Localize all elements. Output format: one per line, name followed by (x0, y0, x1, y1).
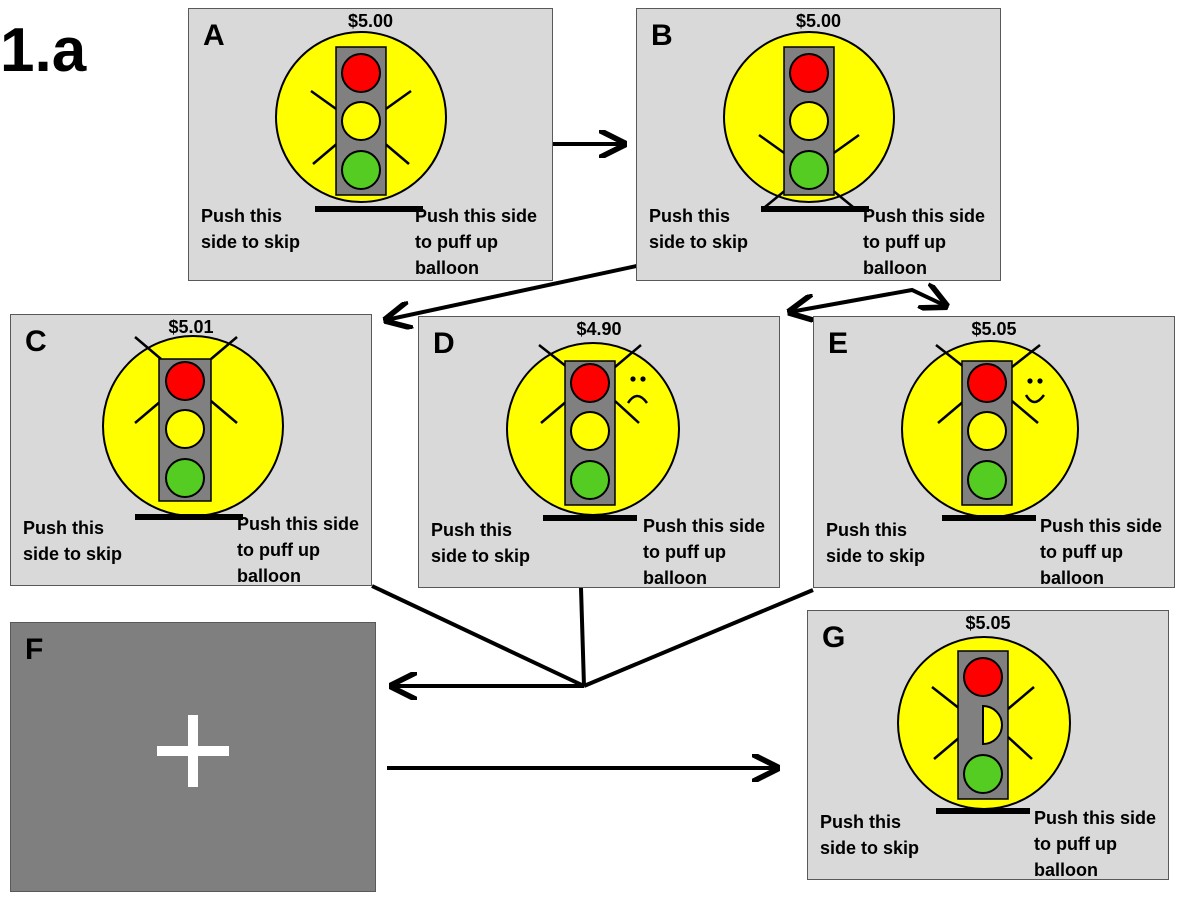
puff-label: Push this side to puff up balloon (415, 206, 538, 279)
puff-label: Push this side to puff up balloon (1034, 808, 1157, 881)
smiley-face-icon (1024, 378, 1046, 404)
half-yellow-light (982, 704, 1003, 746)
puff-label: Push this side to puff up balloon (863, 206, 986, 279)
balloon-stimulus (506, 342, 680, 521)
figure-label: 1.a (0, 16, 87, 85)
sad-face-icon (626, 376, 649, 404)
fixation-cross-icon (157, 715, 229, 787)
balance-amount: $4.90 (576, 319, 622, 339)
skip-label: Push this side to skip (431, 520, 531, 567)
panel-letter: E (828, 327, 849, 360)
balance-amount: $5.00 (347, 11, 394, 31)
panel-d: D $4.90 Push this side to skip Push this… (418, 316, 780, 588)
balance-amount: $5.01 (168, 317, 214, 337)
panel-letter: C (25, 325, 47, 358)
panel-letter: D (433, 327, 455, 360)
panel-letter: F (25, 633, 44, 666)
puff-label: Push this side to puff up balloon (1040, 516, 1163, 589)
skip-label: Push this side to skip (820, 812, 920, 859)
balloon-stimulus (901, 340, 1079, 521)
line-d-to-join (579, 587, 586, 687)
balance-amount: $5.05 (965, 613, 1011, 633)
panel-e: E $5.05 Push this side to skip Push this… (813, 316, 1175, 588)
panel-b: B $5.00 Push this side to skip Push this… (636, 8, 1001, 281)
arrow-b-to-c (386, 254, 684, 320)
panel-letter: B (651, 19, 673, 52)
panel-g: G $5.05 Push this side to skip Push this… (807, 610, 1169, 880)
puff-label: Push this side to puff up balloon (643, 516, 766, 589)
skip-label: Push this side to skip (23, 518, 123, 565)
balance-amount: $5.00 (795, 11, 842, 31)
panel-letter: G (822, 621, 846, 654)
panel-letter: A (203, 19, 225, 52)
skip-label: Push this side to skip (201, 206, 301, 253)
balloon-stimulus (275, 31, 447, 212)
panel-c: C $5.01 Push this side to skip Push this… (10, 314, 372, 586)
skip-label: Push this side to skip (826, 520, 926, 567)
balloon-stimulus (897, 636, 1071, 814)
puff-label: Push this side to puff up balloon (237, 514, 360, 587)
line-e-to-join (583, 588, 814, 688)
line-c-to-join (371, 584, 585, 688)
panel-a: A $5.00 Push this side to skip Push this… (188, 8, 553, 281)
balloon-stimulus (102, 335, 284, 520)
balloon-stimulus (723, 31, 895, 212)
panel-f: F (10, 622, 376, 892)
skip-label: Push this side to skip (649, 206, 749, 253)
arrow-b-to-d-e (790, 290, 946, 312)
balance-amount: $5.05 (971, 319, 1017, 339)
